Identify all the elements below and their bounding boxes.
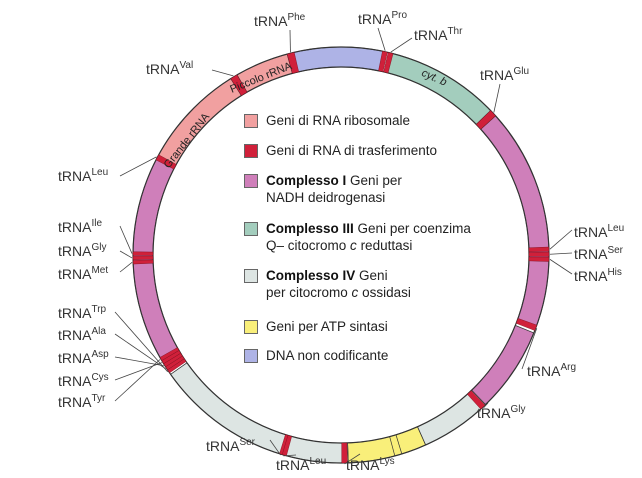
leader-cys <box>114 362 162 381</box>
leader-ile <box>119 225 133 254</box>
leader-gly-1 <box>119 250 133 259</box>
leader-asp <box>114 356 164 367</box>
trna-label-leu-2: tRNALeu <box>574 223 624 240</box>
leader-thr <box>390 37 413 53</box>
trna-label-ile: tRNAIle <box>58 218 102 235</box>
leader-lys <box>344 453 361 465</box>
genome-ring <box>132 46 550 464</box>
trna-label-tyr: tRNATyr <box>58 393 106 410</box>
leader-leu-1 <box>119 156 157 177</box>
trna-label-trp: tRNATrp <box>58 304 107 321</box>
trna-label-his: tRNAHis <box>574 267 622 284</box>
trna-label-lys: tRNALys <box>346 456 395 473</box>
leader-val <box>211 69 234 77</box>
trna-markers <box>132 50 550 464</box>
trna-label-gly-1: tRNAGly <box>58 242 106 259</box>
trna-marker-phe <box>286 52 299 74</box>
trna-label-glu: tRNAGlu <box>480 66 529 83</box>
leader-glu <box>493 83 501 113</box>
trna-label-cys: tRNACys <box>58 372 109 389</box>
trna-label-ser-2: tRNASer <box>206 437 256 454</box>
trna-label-gly-2: tRNAGly <box>477 404 525 421</box>
trna-label-thr: tRNAThr <box>414 26 463 43</box>
ring-inner-edge <box>152 66 530 444</box>
leader-pro <box>377 27 386 51</box>
leader-leu-3 <box>283 454 297 457</box>
leader-leu-2 <box>549 229 573 250</box>
nadh-segment-lower-right <box>471 324 535 406</box>
trna-marker-gly-1 <box>132 255 154 260</box>
trna-marker-leu-r <box>528 246 550 252</box>
trna-marker-ser-2 <box>279 434 289 455</box>
trna-marker-gly-2 <box>467 390 486 410</box>
trna-label-leu-3: tRNALeu <box>276 456 326 473</box>
leader-trp <box>114 311 169 373</box>
trna-marker-leu-1 <box>155 154 177 170</box>
trna-marker-val <box>230 74 248 96</box>
trna-marker-ile <box>132 251 154 256</box>
leader-ser-2 <box>269 439 281 456</box>
atp-divider-1 <box>395 434 403 455</box>
leader-lines <box>114 27 573 465</box>
trna-marker-arg <box>515 318 538 331</box>
leader-ala <box>114 333 166 370</box>
trna-label-pro: tRNAPro <box>358 10 407 27</box>
trna-label-asp: tRNAAsp <box>58 349 109 366</box>
trna-labels: tRNAPhe tRNAPro tRNAThr tRNAVal tRNAGlu … <box>58 10 624 473</box>
atp-divider-2 <box>389 436 396 457</box>
trna-marker-ser-r <box>528 251 550 257</box>
trna-label-ala: tRNAAla <box>58 326 106 343</box>
trna-label-met: tRNAMet <box>58 265 108 282</box>
trna-marker-thr <box>383 52 394 74</box>
leader-arg <box>521 328 538 370</box>
trna-label-leu-1: tRNALeu <box>58 167 108 184</box>
leader-gly-2 <box>483 402 489 409</box>
trna-label-ser-1: tRNASer <box>574 245 624 262</box>
trna-marker-pro <box>378 50 388 72</box>
cyt-b-segment <box>385 52 492 125</box>
leader-tyr <box>114 359 161 402</box>
trna-marker-glu <box>475 110 496 130</box>
trna-marker-his-r <box>528 256 550 262</box>
nadh-segment-right <box>480 115 550 327</box>
trna-marker-met <box>132 259 154 265</box>
trna-label-val: tRNAVal <box>146 60 193 77</box>
leader-met <box>119 261 133 273</box>
leader-ser-1 <box>549 252 573 255</box>
trna-label-arg: tRNAArg <box>527 362 576 379</box>
leader-his <box>549 259 573 275</box>
trna-label-phe: tRNAPhe <box>254 12 306 29</box>
trna-marker-tyr <box>159 347 180 361</box>
